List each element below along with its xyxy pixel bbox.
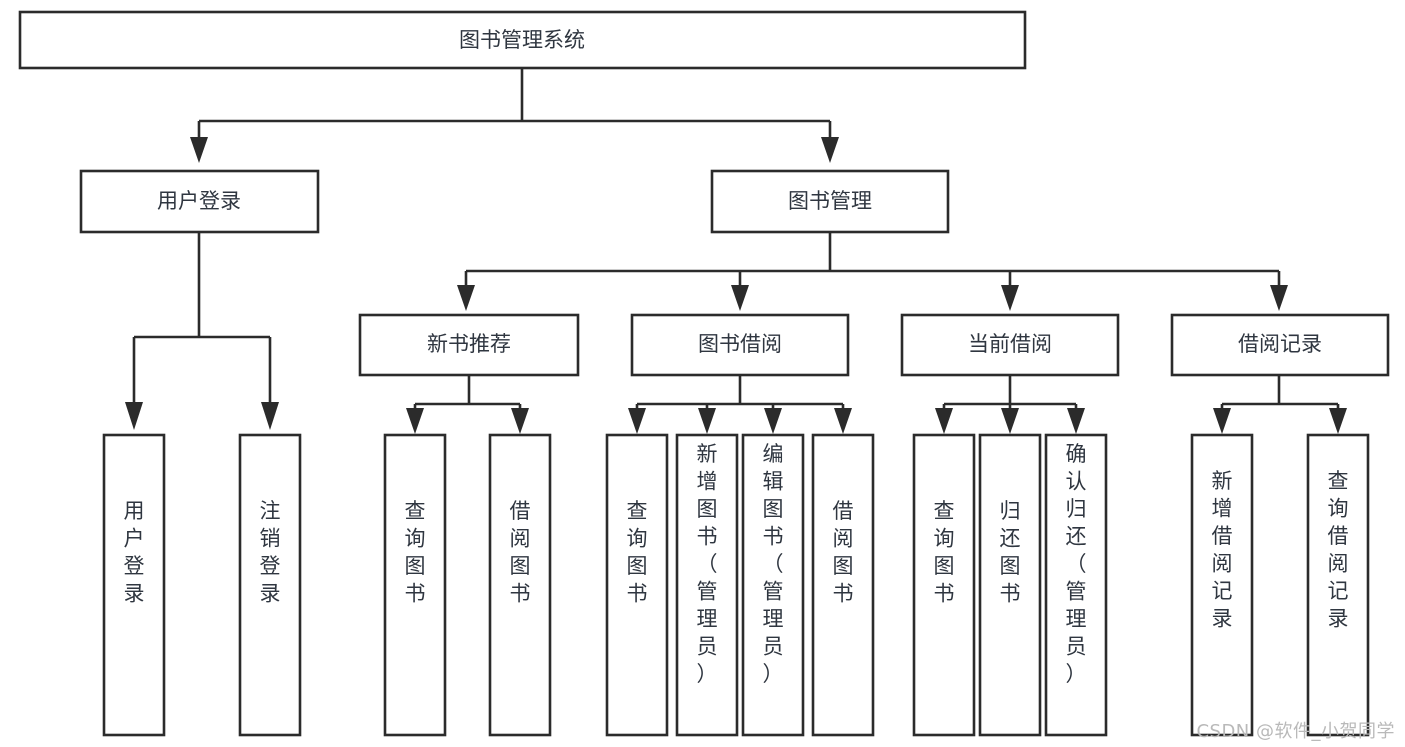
arrow-userlogin-l2-icon	[261, 402, 279, 430]
node-book-manage-box	[710, 169, 950, 234]
leaf-query-book-3-label: 查询图书	[934, 499, 955, 606]
leaf-borrow-book-1-label: 借阅图书	[510, 499, 531, 606]
leaf-edit-book[interactable]: 编辑图书（管理员）	[741, 433, 805, 737]
leaf-add-book[interactable]: 新增图书（管理员）	[675, 433, 739, 737]
node-borrow-record[interactable]: 借阅记录	[1170, 313, 1390, 377]
connector-layer	[125, 68, 1347, 434]
leaf-query-record[interactable]: 查询借阅记录	[1306, 433, 1370, 737]
leaf-return-book[interactable]: 归还图书	[978, 433, 1042, 737]
node-user-login-label: 用户登录	[157, 189, 241, 213]
arrow-userlogin-l1-icon	[125, 402, 143, 430]
leaf-borrow-book-2-label: 借阅图书	[833, 499, 854, 606]
leaf-confirm-return-label: 确认归还（管理员）	[1066, 442, 1087, 686]
node-book-manage[interactable]: 图书管理	[710, 169, 950, 234]
leaf-query-book-1-box	[383, 433, 447, 737]
leaf-user-login[interactable]: 用户登录	[102, 433, 166, 737]
arrow-bm-c4-icon	[1270, 285, 1288, 311]
arrow-root-to-userlogin-icon	[190, 137, 208, 163]
leaf-edit-book-box	[741, 433, 805, 737]
leaf-query-book-3-box	[912, 433, 976, 737]
node-user-login[interactable]: 用户登录	[79, 169, 320, 234]
node-new-book-rec-box	[358, 313, 580, 377]
node-root-label: 图书管理系统	[459, 28, 585, 52]
node-current-borrow-box	[900, 313, 1120, 377]
arrow-bm-c2-icon	[731, 285, 749, 311]
leaf-query-record-label: 查询借阅记录	[1328, 469, 1349, 631]
leaf-add-book-box	[675, 433, 739, 737]
leaf-query-book-3[interactable]: 查询图书	[912, 433, 976, 737]
leaf-query-book-2[interactable]: 查询图书	[605, 433, 669, 737]
leaf-edit-book-label: 编辑图书（管理员）	[763, 442, 784, 686]
node-borrow-record-box	[1170, 313, 1390, 377]
arrow-bm-c1-icon	[457, 285, 475, 311]
leaf-add-record-box	[1190, 433, 1254, 737]
leaf-return-book-label: 归还图书	[1000, 499, 1021, 606]
node-current-borrow-label: 当前借阅	[968, 332, 1052, 356]
leaf-borrow-book-2-box	[811, 433, 875, 737]
node-new-book-rec[interactable]: 新书推荐	[358, 313, 580, 377]
leaf-add-book-label: 新增图书（管理员）	[697, 442, 718, 686]
arrow-borrow-l1-icon	[628, 408, 646, 434]
arrow-newbook-l2-icon	[511, 408, 529, 434]
leaf-logout-login[interactable]: 注销登录	[238, 433, 302, 737]
leaf-borrow-book-1-box	[488, 433, 552, 737]
arrow-bm-c3-icon	[1001, 285, 1019, 311]
arrow-record-l2-icon	[1329, 408, 1347, 434]
leaf-query-book-1-label: 查询图书	[405, 499, 426, 606]
leaf-borrow-book-1[interactable]: 借阅图书	[488, 433, 552, 737]
leaf-query-book-1[interactable]: 查询图书	[383, 433, 447, 737]
node-root[interactable]: 图书管理系统	[18, 10, 1027, 70]
leaf-query-book-2-box	[605, 433, 669, 737]
arrow-current-l2-icon	[1001, 408, 1019, 434]
leaf-confirm-return-box	[1044, 433, 1108, 737]
leaf-query-record-box	[1306, 433, 1370, 737]
leaf-logout-login-box	[238, 433, 302, 737]
node-user-login-box	[79, 169, 320, 234]
arrow-borrow-l2-icon	[698, 408, 716, 434]
arrow-current-l3-icon	[1067, 408, 1085, 434]
node-root-box	[18, 10, 1027, 70]
node-current-borrow[interactable]: 当前借阅	[900, 313, 1120, 377]
leaf-query-book-2-label: 查询图书	[627, 499, 648, 606]
node-book-manage-label: 图书管理	[788, 189, 872, 213]
arrow-borrow-l3-icon	[764, 408, 782, 434]
node-book-borrow[interactable]: 图书借阅	[630, 313, 850, 377]
leaf-confirm-return[interactable]: 确认归还（管理员）	[1044, 433, 1108, 737]
arrow-current-l1-icon	[935, 408, 953, 434]
leaf-user-login-label: 用户登录	[124, 499, 145, 606]
arrow-record-l1-icon	[1213, 408, 1231, 434]
leaf-add-record-label: 新增借阅记录	[1212, 469, 1233, 631]
arrow-newbook-l1-icon	[406, 408, 424, 434]
node-book-borrow-box	[630, 313, 850, 377]
leaf-borrow-book-2[interactable]: 借阅图书	[811, 433, 875, 737]
node-new-book-rec-label: 新书推荐	[427, 332, 511, 356]
node-borrow-record-label: 借阅记录	[1238, 332, 1322, 356]
node-book-borrow-label: 图书借阅	[698, 332, 782, 356]
arrow-root-to-bookmanage-icon	[821, 137, 839, 163]
leaf-return-book-box	[978, 433, 1042, 737]
leaf-add-record[interactable]: 新增借阅记录	[1190, 433, 1254, 737]
leaf-logout-login-label: 注销登录	[260, 499, 281, 606]
leaf-user-login-box	[102, 433, 166, 737]
arrow-borrow-l4-icon	[834, 408, 852, 434]
